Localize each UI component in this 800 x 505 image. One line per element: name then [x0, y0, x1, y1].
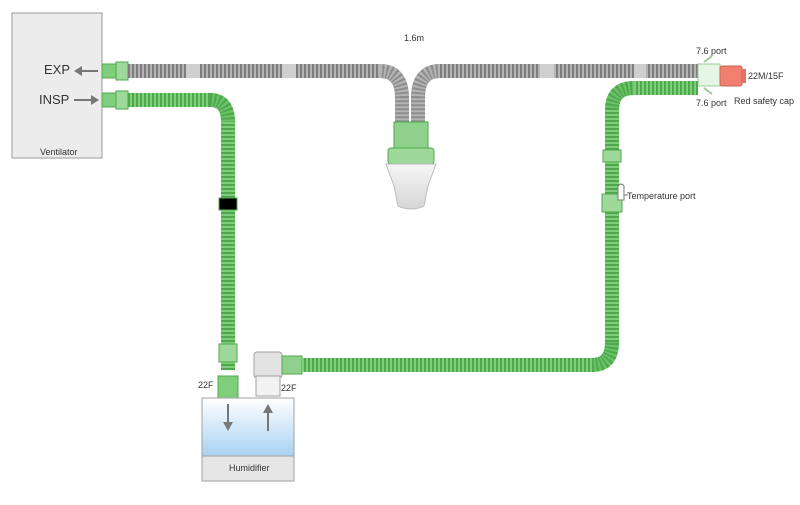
humidifier-port-right-label: 22F [281, 383, 297, 393]
safety-cap-label: Red safety cap [734, 96, 795, 106]
temperature-port-label: Temperature port [627, 191, 696, 201]
tube-length-label: 1.6m [404, 33, 425, 43]
ventilator-exp-label: EXP [44, 62, 71, 77]
port-top-label: 7.6 port [696, 46, 727, 56]
inspiratory-limb [101, 81, 698, 399]
ventilator-label: Ventilator [40, 147, 78, 157]
y-piece-mask [385, 121, 437, 210]
exp-arrow-icon [74, 66, 98, 76]
up-arrow-icon [263, 404, 273, 431]
humidifier-label: Humidifier [229, 463, 270, 473]
temperature-port-icon [617, 183, 628, 201]
ventilator-unit [11, 12, 103, 159]
expiratory-limb [101, 61, 698, 122]
connector-label: 22M/15F [748, 71, 784, 81]
down-arrow-icon [223, 404, 233, 431]
ventilator-insp-label: INSP [39, 92, 70, 107]
humidifier-unit [201, 397, 295, 482]
red-safety-cap [719, 65, 746, 87]
humidifier-port-left-label: 22F [198, 380, 214, 390]
patient-connector [697, 55, 721, 95]
port-bottom-label: 7.6 port [696, 98, 727, 108]
insp-arrow-icon [74, 95, 99, 105]
